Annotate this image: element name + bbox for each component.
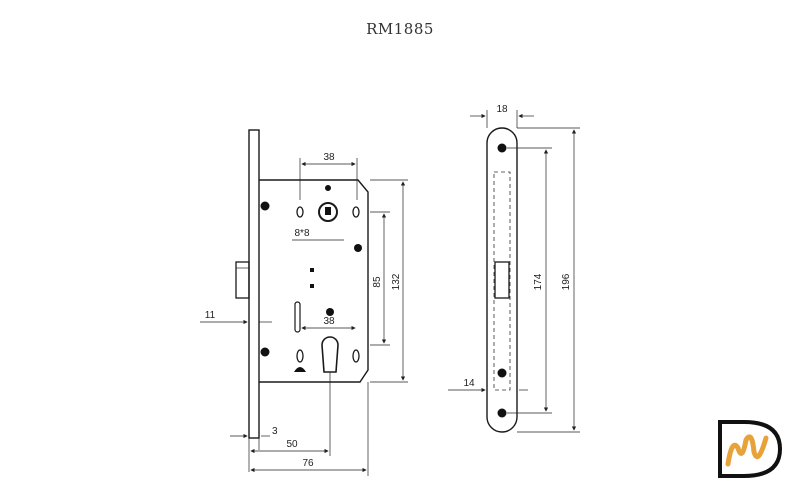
faceplate-outline bbox=[486, 127, 518, 433]
latch-opening bbox=[494, 261, 510, 299]
lock-case-hidden-outline bbox=[493, 171, 511, 391]
screw-hole-bottom bbox=[260, 347, 270, 357]
dim-18: 18 bbox=[496, 104, 508, 115]
dim-38-top: 38 bbox=[323, 152, 335, 163]
screw-hole-top bbox=[260, 201, 270, 211]
faceplate bbox=[248, 129, 260, 439]
dim-38-bottom: 38 bbox=[323, 316, 335, 327]
lock-body-view: 38 8*8 85 132 11 38 3 50 76 bbox=[200, 129, 408, 476]
dim-174: 174 bbox=[533, 273, 544, 290]
dim-85: 85 bbox=[372, 276, 383, 288]
faceplate-screw-top bbox=[497, 143, 507, 153]
dim-76: 76 bbox=[302, 458, 314, 469]
dim-50: 50 bbox=[286, 439, 298, 450]
faceplate-screw-bottom bbox=[497, 408, 507, 418]
pin-mid bbox=[354, 244, 362, 252]
dim-11: 11 bbox=[205, 310, 216, 321]
dim-14: 14 bbox=[463, 378, 475, 389]
pin-top bbox=[325, 185, 331, 191]
logo-m-stroke bbox=[725, 434, 769, 467]
follower-hole bbox=[318, 202, 338, 222]
lock-case bbox=[259, 179, 369, 383]
narrow-slot bbox=[294, 301, 301, 333]
cylinder-cutout bbox=[321, 336, 339, 373]
logo-d-outline bbox=[718, 420, 783, 478]
faceplate-front-view: 18 174 196 14 bbox=[448, 104, 580, 433]
brand-logo bbox=[718, 420, 783, 478]
dim-196: 196 bbox=[561, 273, 572, 290]
drawing-title: RM1885 bbox=[366, 20, 434, 38]
dim-132: 132 bbox=[391, 273, 402, 290]
dim-8x8: 8*8 bbox=[294, 228, 309, 239]
dim-3: 3 bbox=[272, 426, 278, 437]
slot-left bbox=[296, 206, 304, 218]
latch-bolt bbox=[235, 261, 250, 299]
faceplate-screw-mid bbox=[497, 368, 507, 378]
slot-right bbox=[352, 206, 360, 218]
